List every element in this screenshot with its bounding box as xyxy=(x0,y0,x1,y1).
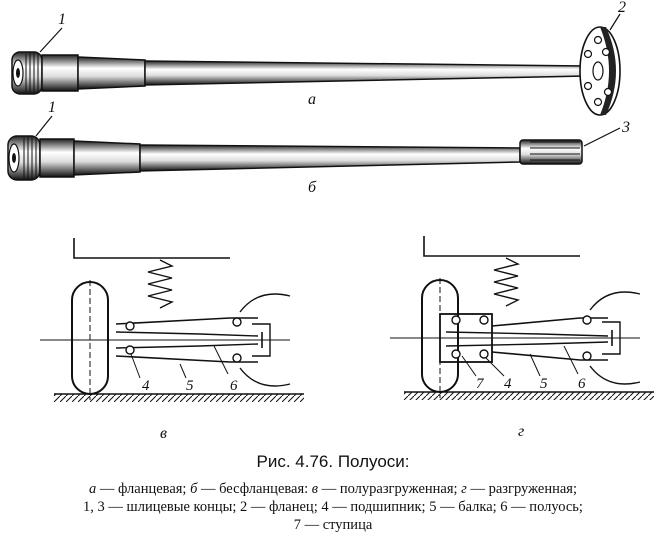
v-label-6: 6 xyxy=(230,378,238,394)
legend-text-v: — полуразгруженная; xyxy=(318,481,462,497)
v-label-4: 4 xyxy=(142,378,150,394)
flangeless-axle-shaft xyxy=(7,135,583,181)
flanged-axle-shaft xyxy=(11,26,621,116)
legend-line-1: а — фланцевая; б — бесфланцевая: в — пол… xyxy=(0,480,666,498)
label-1-top: 1 xyxy=(58,11,66,28)
legend-line-2: 1, 3 — шлицевые концы; 2 — фланец; 4 — п… xyxy=(83,499,583,515)
legend-key-g: г xyxy=(461,481,467,497)
legend-key-a: а xyxy=(89,481,97,497)
g-label-7: 7 xyxy=(476,376,485,392)
g-label-6: 6 xyxy=(578,376,586,392)
g-label-4: 4 xyxy=(504,376,512,392)
sublabel-g: г xyxy=(518,423,524,440)
semi-floating-scheme xyxy=(40,238,304,402)
sublabel-v: в xyxy=(160,425,167,442)
g-label-5: 5 xyxy=(540,376,548,392)
sublabel-a: а xyxy=(308,91,316,108)
v-label-5: 5 xyxy=(186,378,194,394)
legend-key-v: в xyxy=(311,481,319,497)
legend-text-b: — бесфланцевая: xyxy=(197,481,312,497)
legend-text-g: — разгруженная; xyxy=(466,481,577,497)
label-3: 3 xyxy=(621,119,630,136)
legend-line-3: 7 — ступица xyxy=(293,517,373,533)
sublabel-b: б xyxy=(308,179,317,196)
full-floating-scheme xyxy=(390,236,654,400)
label-2: 2 xyxy=(618,0,626,16)
figure-caption: Рис. 4.76. Полуоси: xyxy=(256,452,410,471)
legend-text-a: — фланцевая; xyxy=(96,481,191,497)
label-1-bottom: 1 xyxy=(48,99,56,116)
legend-key-b: б xyxy=(190,481,198,497)
axle-shafts-illustration: 1 2 а 1 3 б xyxy=(7,0,654,442)
